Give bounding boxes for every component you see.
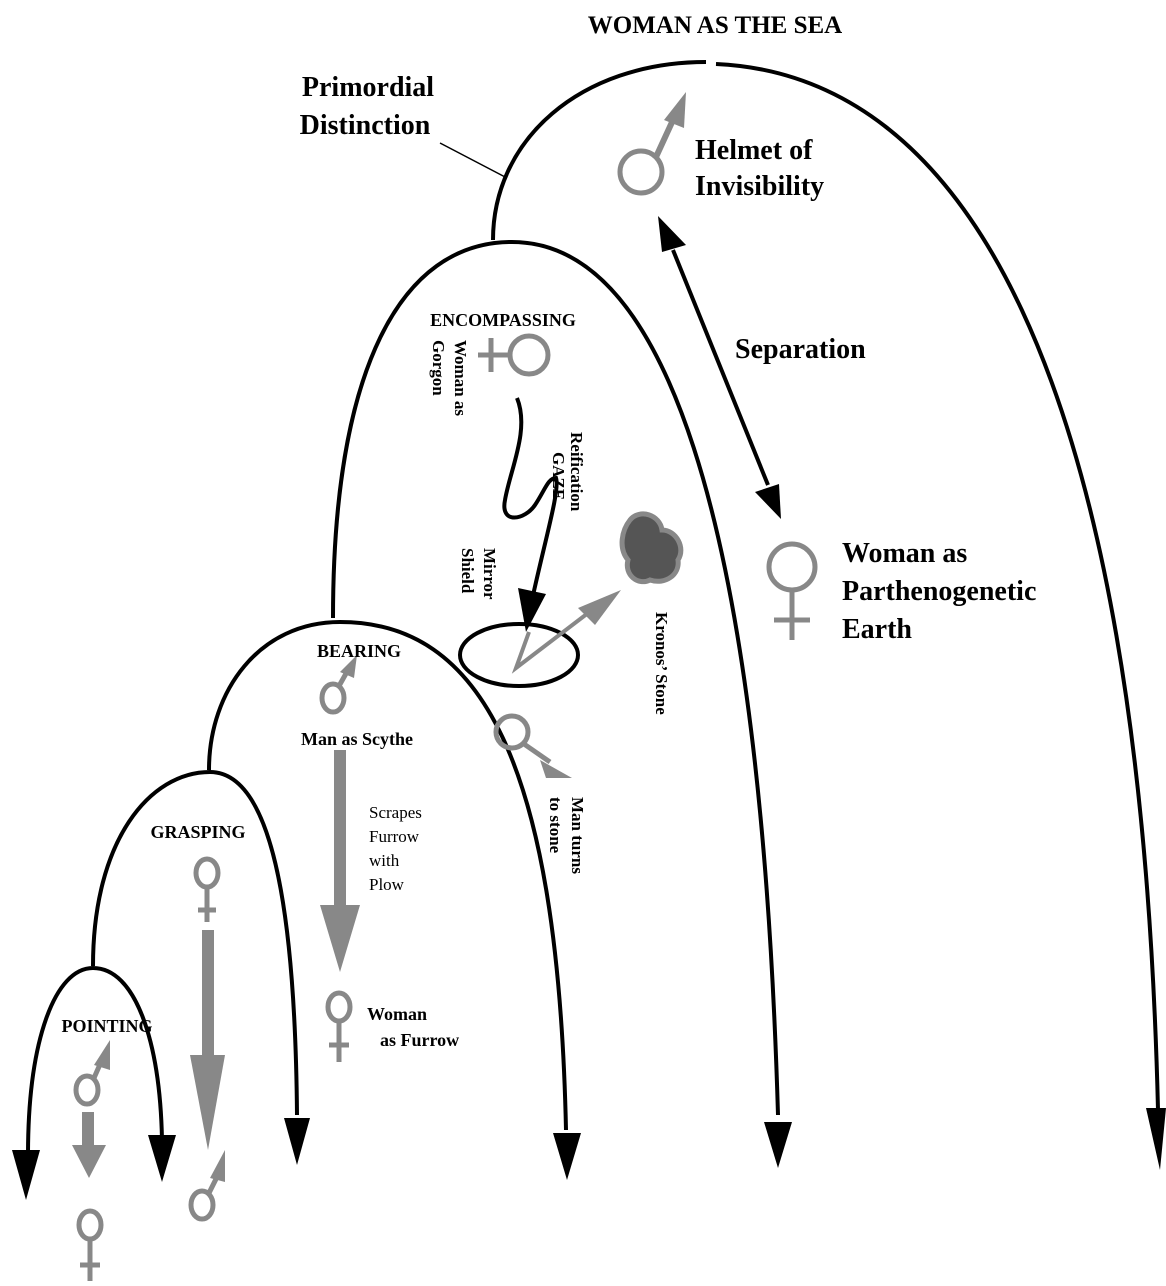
male-symbol-icon [617, 92, 686, 196]
scrapes-label-2: Furrow [369, 827, 420, 846]
plow-arrow [320, 750, 360, 972]
pointing-arrowhead-left [12, 1150, 40, 1200]
scythe-label: Man as Scythe [301, 729, 413, 749]
man-stone-label-2: to stone [546, 797, 565, 854]
earth-label-3: Earth [842, 614, 912, 645]
pointing-arc [26, 965, 164, 1156]
sea-arc [491, 60, 707, 241]
grasping-label: GRASPING [150, 822, 245, 842]
grasping-arrow [190, 930, 225, 1150]
pointing-label: POINTING [61, 1016, 152, 1036]
scrapes-label-3: with [369, 851, 400, 870]
grasping-arc [91, 769, 299, 1116]
mirror-label: Mirror [480, 548, 499, 600]
sea-arc-right [715, 62, 1160, 1111]
gaze-arrowhead [518, 588, 546, 632]
furrow-female-symbol-icon [325, 990, 353, 1062]
furrow-label-2: as Furrow [380, 1030, 459, 1050]
kronos-label: Kronos’ Stone [652, 612, 671, 715]
pointing-arrow [72, 1112, 106, 1178]
shield-label: Shield [458, 548, 477, 594]
primordial-label: Primordial [302, 72, 434, 103]
helmet-label: Helmet of [695, 135, 813, 166]
bearing-label: BEARING [317, 641, 401, 661]
encompassing-arc [331, 239, 780, 1116]
sea-arc-arrowhead [1146, 1108, 1166, 1170]
reflection-arrow [511, 590, 621, 674]
mirror-shield-icon [458, 622, 580, 688]
separation-double-arrow [658, 216, 781, 519]
stone-male-symbol-icon [493, 713, 572, 778]
grasping-female-symbol-icon [193, 856, 221, 922]
primordial-leader-line [439, 142, 508, 179]
diagram-title: WOMAN AS THE SEA [588, 12, 842, 39]
reification-label: Reification [567, 432, 586, 512]
primordial-label-2: Distinction [300, 110, 431, 141]
gaze-label: GAZE [549, 452, 568, 500]
earth-label: Woman as [842, 538, 967, 569]
kronos-stone-icon [619, 511, 684, 585]
separation-label: Separation [735, 334, 866, 365]
bearing-arrowhead [553, 1133, 581, 1180]
grasping-male-symbol-icon [188, 1150, 225, 1222]
gorgon-label: Woman as [451, 340, 470, 416]
scrapes-label-4: Plow [369, 875, 405, 894]
furrow-label: Woman [367, 1004, 427, 1024]
man-stone-label: Man turns [568, 797, 587, 874]
grasping-arrowhead [284, 1118, 310, 1165]
encompassing-arrowhead [764, 1122, 792, 1168]
encompassing-label: ENCOMPASSING [430, 310, 576, 330]
gaze-path [502, 397, 559, 601]
helmet-label-2: Invisibility [695, 171, 824, 202]
female-symbol-icon [766, 541, 818, 640]
pointing-female-symbol-icon [76, 1208, 104, 1281]
scythe-male-symbol-icon [319, 655, 357, 715]
bearing-arc [207, 619, 568, 1131]
scrapes-label: Scrapes [369, 803, 422, 822]
pointing-male-symbol-icon [73, 1040, 110, 1107]
gorgon-label-2: Gorgon [429, 340, 448, 396]
pointing-arrowhead-right [148, 1135, 176, 1182]
gorgon-female-symbol-icon [478, 333, 551, 377]
earth-label-2: Parthenogenetic [842, 576, 1036, 607]
